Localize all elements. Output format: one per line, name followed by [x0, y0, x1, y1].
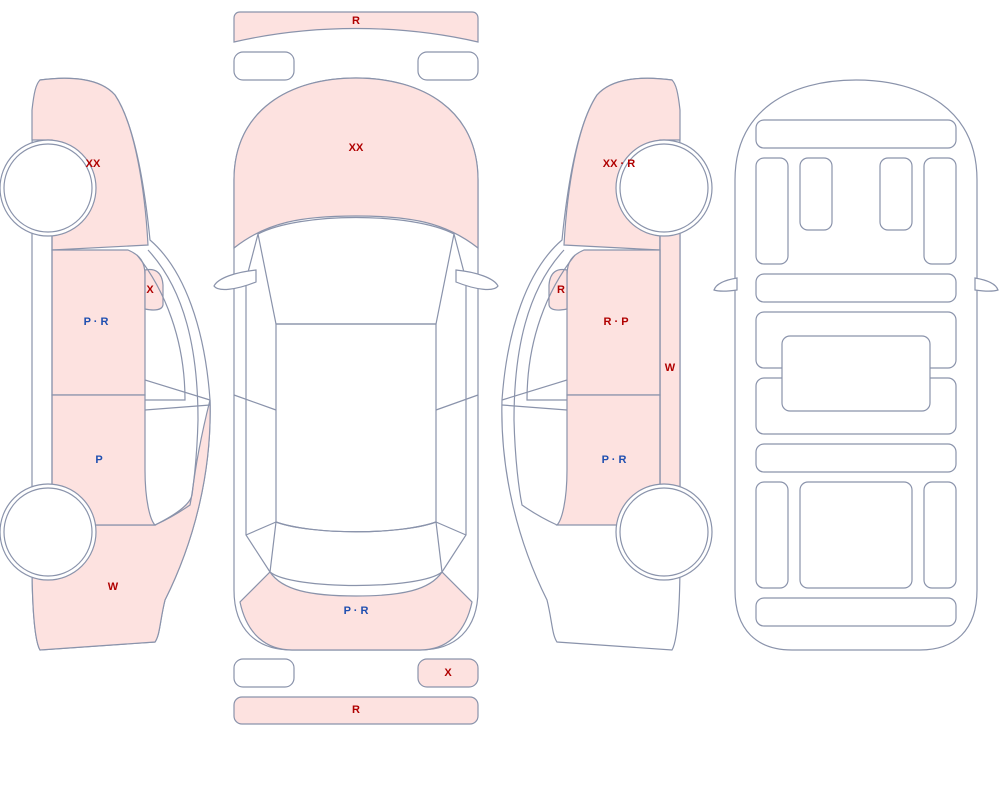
right-rear-door-code: P · R	[602, 454, 627, 466]
left-cargo-panel[interactable]	[755, 481, 789, 589]
right-rear-door[interactable]	[555, 394, 661, 526]
left-rear-door[interactable]	[51, 394, 157, 526]
hood[interactable]	[233, 77, 479, 250]
rear-bench[interactable]	[781, 335, 931, 412]
right-rocker-code: W	[665, 362, 676, 374]
left-front-panel[interactable]	[755, 157, 789, 265]
hood-code: XX	[349, 142, 364, 154]
left-mirror[interactable]	[144, 268, 164, 311]
top-right-mirror[interactable]	[455, 269, 499, 291]
front-bumper-code: R	[352, 15, 360, 27]
left-front-door-code: P · R	[84, 316, 109, 328]
right-front-door-code: R · P	[603, 316, 628, 328]
top-left-mirror[interactable]	[213, 269, 257, 291]
left-front-fender-code: XX	[86, 158, 101, 170]
rear-sill[interactable]	[755, 597, 957, 627]
left-mirror-code: X	[146, 284, 154, 296]
right-side-view: XX · R R R · P W P · R	[501, 77, 713, 651]
dashboard[interactable]	[755, 119, 957, 149]
right-cargo-panel[interactable]	[923, 481, 957, 589]
left-rear-door-code: P	[95, 454, 102, 466]
trunk[interactable]	[239, 571, 473, 651]
center-console[interactable]	[755, 273, 957, 303]
interior-view	[713, 79, 999, 651]
left-side-view: XX X P · R P W	[0, 77, 211, 651]
front-bumper[interactable]	[233, 11, 479, 43]
right-tail-light[interactable]	[417, 658, 479, 688]
left-rear-quarter-code: W	[108, 581, 119, 593]
right-tail-light-code: X	[444, 667, 452, 679]
left-headlight[interactable]	[233, 51, 295, 81]
trunk-code: P · R	[344, 605, 369, 617]
rear-shelf[interactable]	[755, 443, 957, 473]
right-mirror-code: R	[557, 284, 565, 296]
top-view: R XX P · R X R	[213, 11, 499, 725]
rear-bumper[interactable]	[233, 696, 479, 725]
front-right-seat[interactable]	[879, 157, 913, 231]
left-tail-light[interactable]	[233, 658, 295, 688]
left-window-frame	[147, 249, 199, 526]
front-left-seat[interactable]	[799, 157, 833, 231]
rear-bumper-code: R	[352, 704, 360, 716]
right-front-fender-code: XX · R	[603, 158, 635, 170]
cargo-floor[interactable]	[799, 481, 913, 589]
right-front-panel[interactable]	[923, 157, 957, 265]
right-mirror[interactable]	[548, 268, 568, 311]
right-headlight[interactable]	[417, 51, 479, 81]
